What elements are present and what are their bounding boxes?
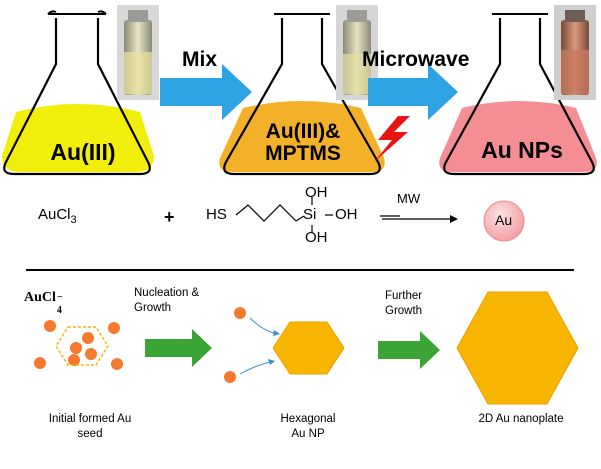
flask-2-solution bbox=[219, 101, 385, 172]
thiol-hs: HS bbox=[206, 206, 227, 223]
caption-seed: Initial formed Au seed bbox=[48, 413, 132, 440]
hydroxyl-right: OH bbox=[335, 206, 358, 223]
flask-3-glass bbox=[443, 18, 595, 176]
plus-sign: + bbox=[164, 207, 175, 227]
flask-2 bbox=[219, 13, 385, 176]
seed-ions bbox=[34, 320, 123, 370]
mix-arrow bbox=[160, 64, 252, 120]
reaction-arrow bbox=[382, 215, 458, 223]
flask-3-label: Au NPs bbox=[481, 137, 563, 163]
flask-3-solution bbox=[439, 101, 597, 172]
vial-photo-3 bbox=[554, 5, 596, 100]
flask-2-glass bbox=[223, 18, 381, 176]
flask-1-glass bbox=[3, 18, 151, 176]
flask-1-solution bbox=[2, 104, 154, 172]
au-particle-label: Au bbox=[495, 212, 513, 228]
vial-photo-1 bbox=[117, 5, 159, 100]
flask-2-label: Au(III)& MPTMS bbox=[265, 120, 341, 166]
caption-nanoplate: 2D Au nanoplate bbox=[478, 413, 564, 425]
mw-condition: MW bbox=[397, 191, 421, 206]
microwave-arrow bbox=[368, 64, 458, 120]
flask-1 bbox=[2, 10, 154, 176]
seed-outline bbox=[55, 326, 109, 366]
flask-1-label: Au(III) bbox=[50, 139, 116, 165]
further-growth-label: Further Growth bbox=[385, 290, 423, 317]
au-particle bbox=[483, 200, 525, 242]
top-row-graphics bbox=[2, 5, 597, 176]
hydroxyl-bottom: OH bbox=[305, 229, 328, 246]
caption-hexagon: Hexagonal Au NP bbox=[280, 413, 336, 440]
nucleation-label: Nucleation & Growth bbox=[134, 287, 200, 314]
further-growth-arrow bbox=[378, 331, 440, 369]
hydroxyl-top: OH bbox=[305, 184, 328, 201]
aucl4-ion: AuCl−4 bbox=[24, 290, 63, 316]
microwave-label: Microwave bbox=[362, 48, 470, 71]
lightning-bolt-icon bbox=[374, 116, 410, 162]
flask-3 bbox=[439, 13, 597, 176]
mix-label: Mix bbox=[182, 48, 218, 71]
mptms-structure bbox=[235, 197, 400, 233]
section-divider bbox=[26, 269, 574, 271]
growth-graphics bbox=[34, 291, 579, 405]
hexagonal-au-np bbox=[272, 321, 345, 375]
reagent-aucl3: AuCl3 bbox=[38, 206, 77, 226]
silicon-atom: Si bbox=[303, 206, 317, 223]
nucleation-arrow bbox=[145, 329, 212, 367]
au-nanoplate bbox=[456, 291, 579, 405]
